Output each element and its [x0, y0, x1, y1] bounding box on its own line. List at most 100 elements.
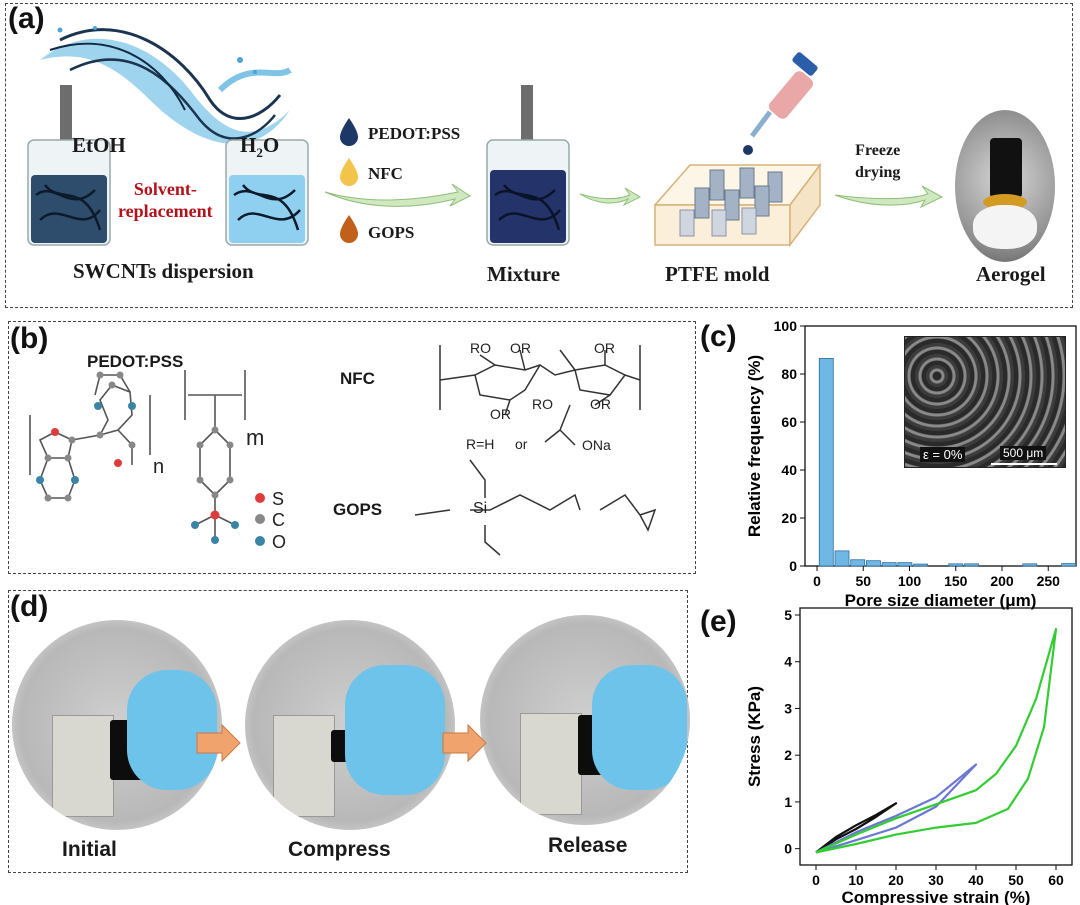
histogram-bar — [818, 358, 834, 567]
caption-compress: Compress — [288, 838, 391, 861]
nfc-or-bottom-1: OR — [490, 406, 511, 422]
histogram-bar — [948, 563, 964, 567]
x-axis-label: Pore size diameter (μm) — [845, 591, 1037, 610]
nfc-or-word: or — [515, 436, 528, 452]
y-tick-label: 100 — [774, 318, 798, 334]
histogram-bar — [881, 562, 897, 567]
photo-compress — [245, 620, 455, 830]
arrow-compress-to-release — [442, 723, 487, 763]
nfc-or-bottom-2: OR — [590, 396, 611, 412]
panel-b-label: (b) — [10, 322, 49, 355]
reagent-nfc-label: NFC — [368, 164, 403, 183]
stress-strain-loop-20 — [815, 802, 898, 854]
legend-c-dot — [255, 514, 265, 524]
x-axis-label: Compressive strain (%) — [842, 888, 1031, 905]
y-tick-label: 40 — [781, 462, 797, 478]
glove-release — [592, 665, 687, 790]
y-tick-label: 20 — [781, 510, 797, 526]
y-axis-label: Relative frequency (%) — [745, 355, 764, 537]
beaker-etoh — [27, 139, 111, 246]
solvent-splash-graphic — [40, 26, 292, 144]
aerogel-block — [990, 138, 1022, 198]
panel-e-label: (e) — [700, 605, 737, 638]
mixture-label: Mixture — [487, 262, 561, 286]
panel-b-frame — [8, 321, 696, 574]
x-tick-label: 40 — [968, 872, 984, 888]
pss-m-subscript: m — [246, 425, 265, 450]
arrow-initial-to-compress — [196, 723, 241, 763]
gops-si-label: Si — [473, 500, 488, 517]
plot-frame — [799, 607, 1073, 866]
histogram-bar — [834, 550, 850, 567]
nfc-or-top-1: OR — [510, 340, 531, 356]
nfc-ona-label: ONa — [582, 437, 611, 453]
pedot-pss-title: PEDOT:PSS — [87, 352, 184, 371]
legend-s-dot — [255, 493, 265, 503]
solvent-replacement-label: Solvent- replacement — [118, 179, 213, 221]
sem-inset-image: ε = 0% 500 μm — [904, 336, 1066, 468]
histogram-bar — [866, 560, 881, 567]
nfc-ro-top: RO — [470, 340, 491, 356]
process-arrow-2 — [579, 187, 642, 207]
process-arrow-3 — [834, 185, 944, 209]
nfc-or-top-2: OR — [594, 340, 615, 356]
process-arrow-1 — [324, 183, 471, 207]
panel-b-structures — [29, 345, 657, 556]
x-tick-label: 0 — [813, 573, 821, 589]
freeze-drying-label: Freeze drying — [855, 142, 901, 181]
beaker-h2o — [225, 139, 309, 246]
x-tick-label: 50 — [1008, 872, 1024, 888]
y-tick-label: 3 — [784, 700, 792, 716]
histogram-bar — [850, 559, 866, 567]
photo-release — [480, 615, 690, 825]
pss-atoms — [191, 426, 239, 544]
beaker-mixture — [486, 139, 570, 246]
aerogel-photo — [955, 110, 1055, 262]
nfc-r-equals-h: R=H — [466, 436, 495, 452]
x-tick-label: 30 — [928, 872, 944, 888]
reagent-gops-label: GOPS — [368, 223, 415, 242]
h2o-label: H2O — [240, 133, 280, 161]
y-tick-label: 5 — [784, 607, 792, 623]
stress-strain-loop-40 — [815, 763, 978, 854]
pedot-atoms — [36, 371, 136, 502]
glove-initial — [127, 670, 217, 790]
histogram-bar — [964, 563, 979, 567]
ona-substituent — [544, 404, 576, 446]
histogram-bar — [1022, 563, 1038, 567]
pedot-n-subscript: n — [153, 456, 165, 478]
x-tick-label: 60 — [1048, 872, 1064, 888]
y-tick-label: 80 — [781, 366, 797, 382]
x-tick-label: 0 — [812, 872, 820, 888]
ultrasonic-probe-1 — [60, 85, 72, 145]
panel-c-label: (c) — [700, 320, 737, 353]
nfc-drop-icon — [340, 158, 358, 186]
x-tick-label: 200 — [990, 573, 1014, 589]
x-tick-label: 10 — [848, 872, 864, 888]
legend-c-label: C — [272, 510, 285, 530]
panel-a-label: (a) — [8, 2, 45, 35]
plot-frame — [804, 325, 1077, 567]
gops-structure — [414, 459, 657, 556]
ruler-release — [520, 713, 582, 815]
histogram-bar — [897, 562, 913, 567]
x-tick-label: 150 — [944, 573, 968, 589]
panel-a-frame — [5, 3, 1073, 308]
nfc-ro-bottom: RO — [532, 396, 553, 412]
glove-compress — [345, 665, 445, 795]
swcnts-label: SWCNTs dispersion — [73, 259, 254, 283]
panel-d-label: (d) — [10, 590, 49, 623]
ptfe-mold-graphic — [653, 162, 822, 248]
histogram-bar — [1061, 563, 1077, 567]
sem-scale-label: 500 μm — [1000, 446, 1047, 460]
etoh-label: EtOH — [72, 133, 126, 157]
histogram-bar — [913, 563, 929, 567]
y-tick-label: 0 — [789, 558, 797, 574]
nfc-title: NFC — [340, 369, 375, 388]
reagent-pedot-label: PEDOT:PSS — [368, 124, 461, 143]
panel-a-illustration — [27, 26, 944, 248]
legend-o-dot — [255, 536, 265, 546]
y-tick-label: 2 — [784, 747, 792, 763]
pedot-drop-icon — [340, 118, 358, 146]
